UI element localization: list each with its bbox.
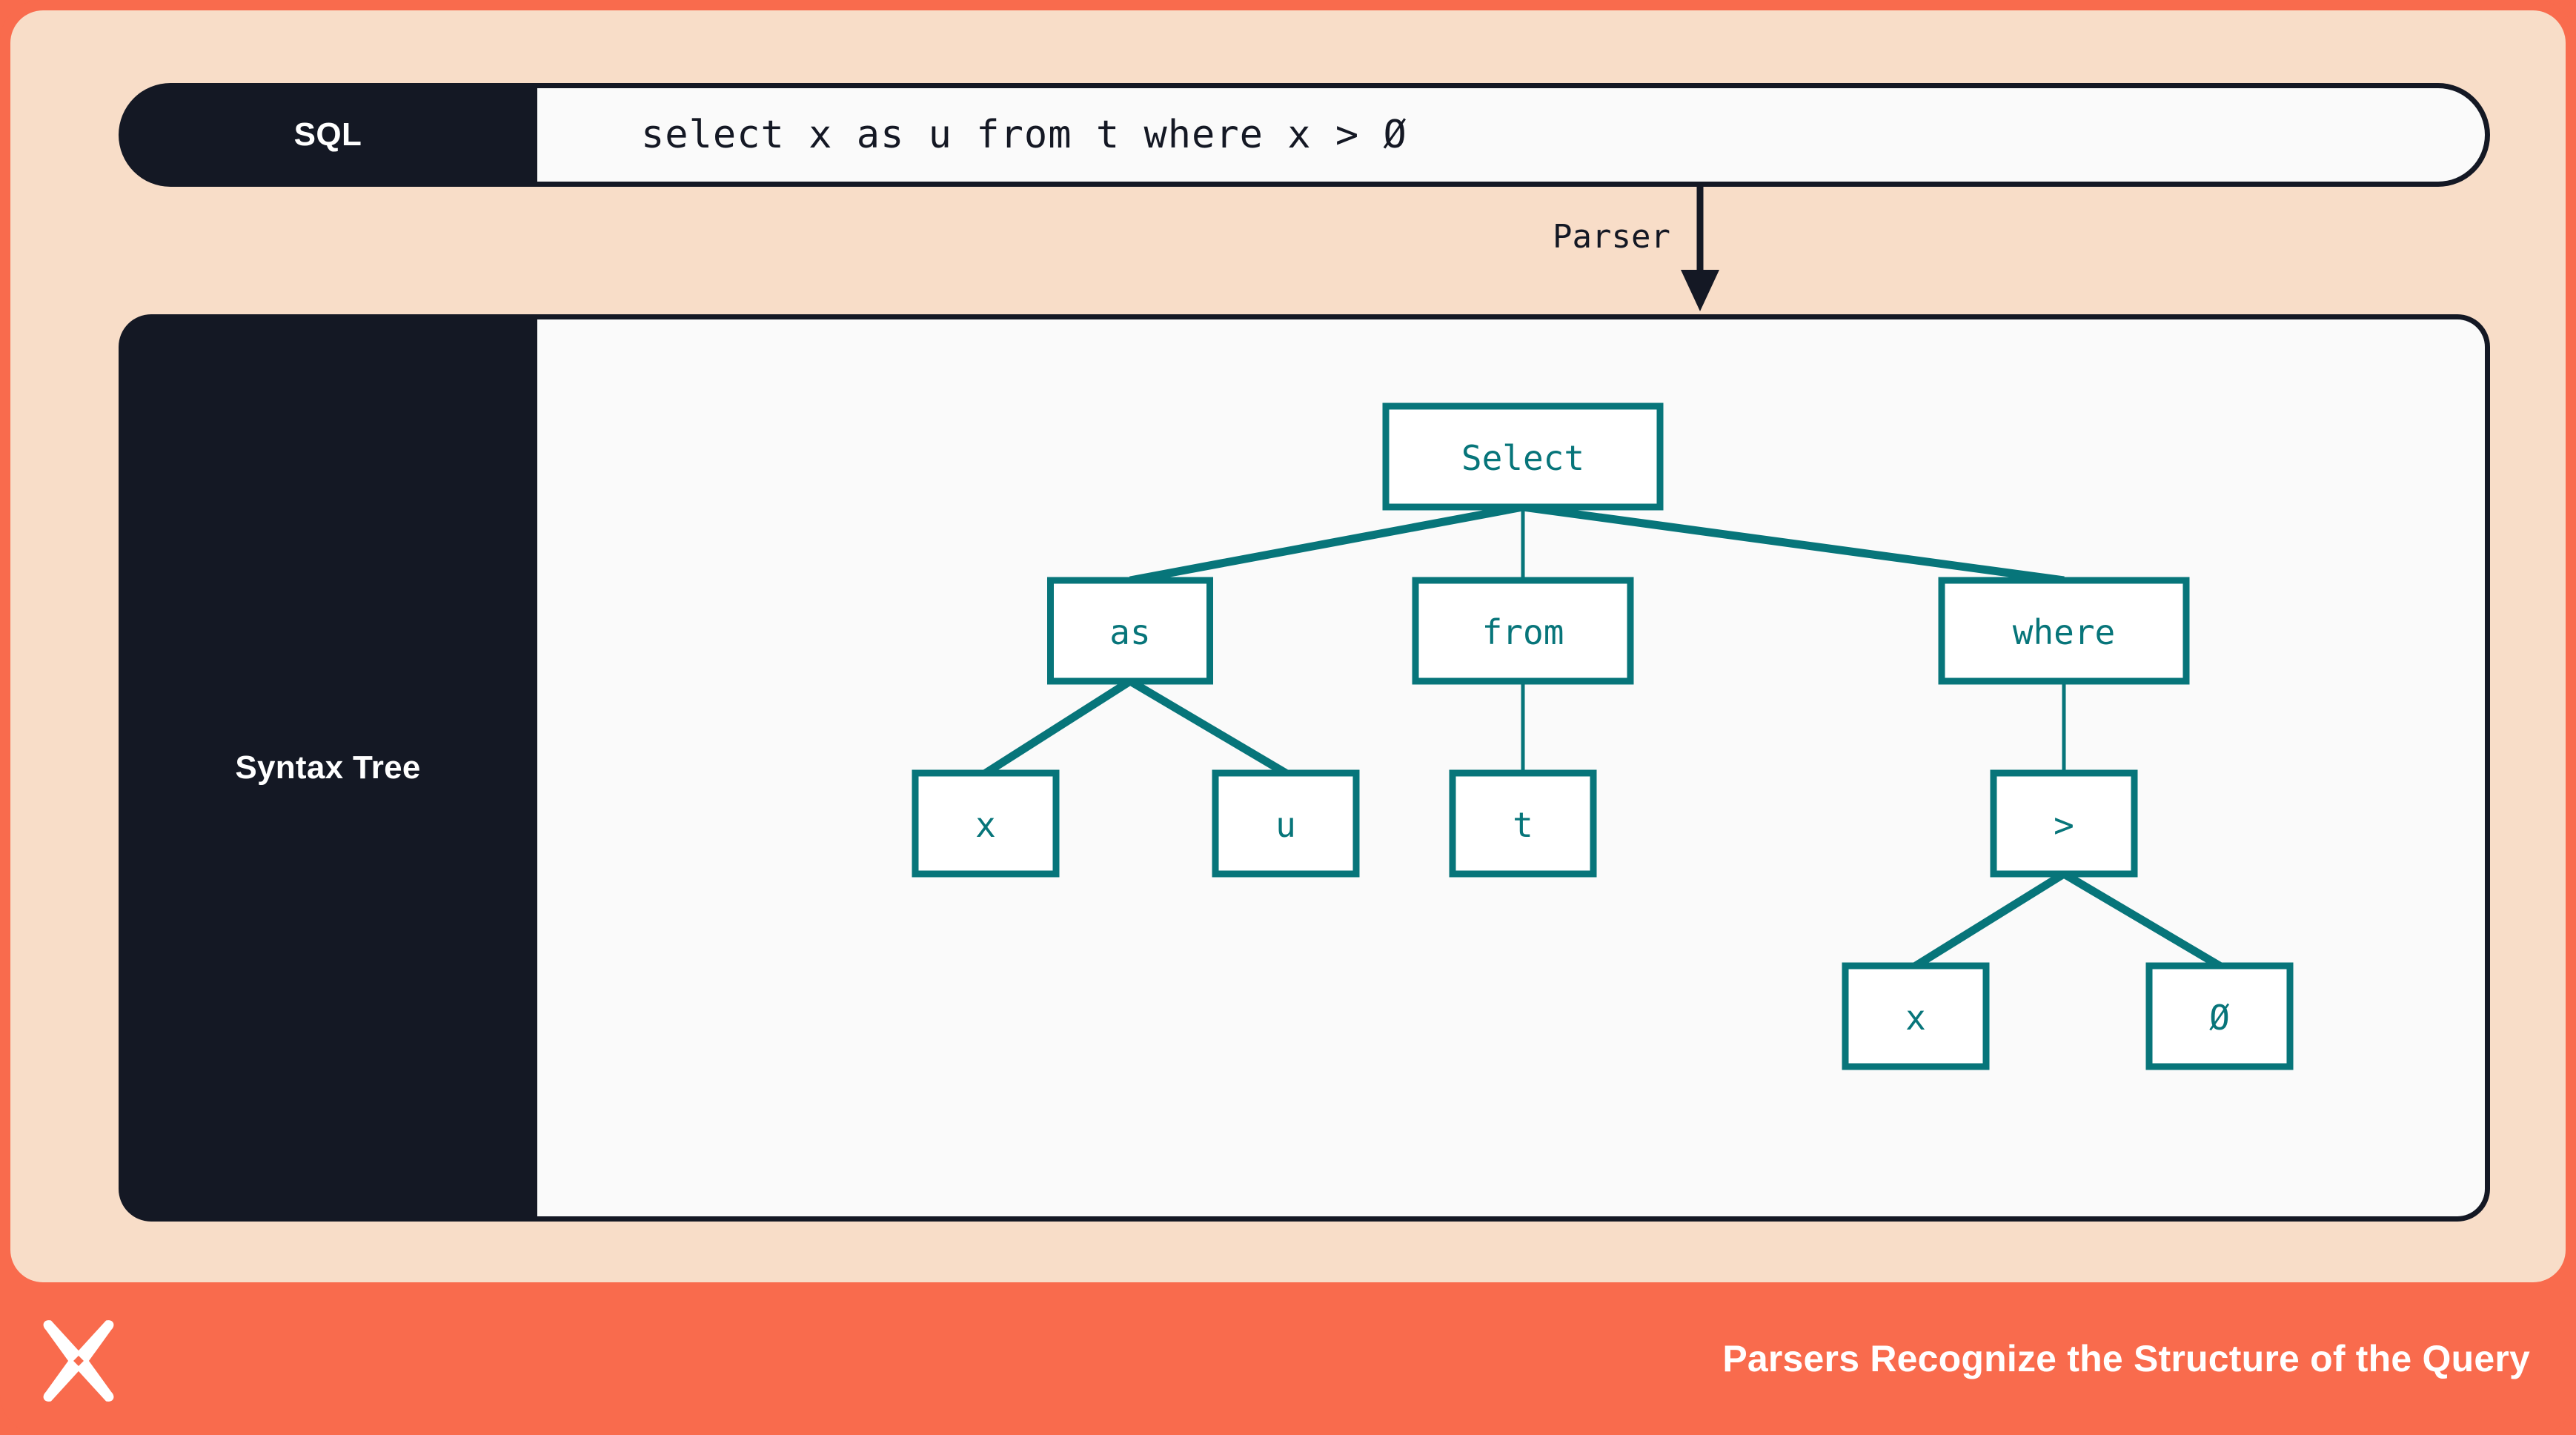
tree-edge bbox=[2062, 870, 2222, 970]
tree-node-label: Ø bbox=[2209, 998, 2230, 1038]
tree-node-label: Select bbox=[1461, 438, 1584, 478]
footer-caption: Parsers Recognize the Structure of the Q… bbox=[1722, 1282, 2530, 1435]
tree-node-label: > bbox=[2054, 805, 2074, 845]
tree-edge bbox=[983, 677, 1132, 777]
tree-node-box bbox=[1842, 962, 1990, 1070]
tree-node-label: x bbox=[1905, 998, 1926, 1038]
tree-node-gt[interactable]: > bbox=[1990, 769, 2138, 878]
tree-node-zero[interactable]: Ø bbox=[2145, 962, 2294, 1070]
sql-input-row: SQL select x as u from t where x > Ø bbox=[119, 83, 2490, 187]
syntax-tree-label-text: Syntax Tree bbox=[235, 749, 421, 786]
tree-edge bbox=[1129, 503, 1524, 585]
parser-label: Parser bbox=[1553, 218, 1670, 256]
tree-node-x2[interactable]: x bbox=[1842, 962, 1990, 1070]
tree-node-label: from bbox=[1482, 612, 1564, 652]
tree-node-label: t bbox=[1513, 805, 1533, 845]
tree-node-where[interactable]: where bbox=[1938, 577, 2190, 685]
tree-edge bbox=[1522, 503, 2065, 585]
tree-node-box bbox=[1047, 577, 1213, 685]
sql-query-text: select x as u from t where x > Ø bbox=[641, 113, 1407, 157]
down-arrow-icon bbox=[1681, 187, 1719, 311]
tree-node-box bbox=[1412, 577, 1634, 685]
tree-edge bbox=[1913, 870, 2066, 970]
tree-node-x1[interactable]: x bbox=[912, 769, 1060, 878]
tree-node-box bbox=[1382, 402, 1664, 511]
syntax-tree-row-label: Syntax Tree bbox=[119, 314, 537, 1222]
tree-node-box bbox=[1938, 577, 2190, 685]
tree-node-as[interactable]: as bbox=[1047, 577, 1213, 685]
tree-node-label: x bbox=[975, 805, 996, 845]
sql-label-text: SQL bbox=[293, 116, 362, 153]
tree-node-box bbox=[1449, 769, 1597, 878]
tree-node-t[interactable]: t bbox=[1449, 769, 1597, 878]
tree-node-from[interactable]: from bbox=[1412, 577, 1634, 685]
sql-row-label: SQL bbox=[119, 83, 537, 187]
tree-node-label: u bbox=[1275, 805, 1296, 845]
tree-node-box bbox=[1212, 769, 1360, 878]
tree-node-select[interactable]: Select bbox=[1382, 402, 1664, 511]
x-butterfly-logo-icon bbox=[43, 1320, 114, 1402]
tree-node-box bbox=[2145, 962, 2294, 1070]
tree-edge-layer bbox=[983, 503, 2222, 970]
tree-node-label: where bbox=[2013, 612, 2115, 652]
sql-query-field[interactable]: select x as u from t where x > Ø bbox=[537, 83, 2490, 187]
tree-edge bbox=[1128, 677, 1288, 777]
parser-transform: Parser bbox=[1396, 187, 1767, 316]
content-canvas: SQL select x as u from t where x > Ø Par… bbox=[10, 10, 2566, 1282]
tree-node-label: as bbox=[1109, 612, 1150, 652]
footer-bar: Parsers Recognize the Structure of the Q… bbox=[0, 1282, 2576, 1435]
tree-node-u[interactable]: u bbox=[1212, 769, 1360, 878]
footer-caption-text: Parsers Recognize the Structure of the Q… bbox=[1722, 1338, 2530, 1379]
tree-node-box bbox=[912, 769, 1060, 878]
tree-node-box bbox=[1990, 769, 2138, 878]
